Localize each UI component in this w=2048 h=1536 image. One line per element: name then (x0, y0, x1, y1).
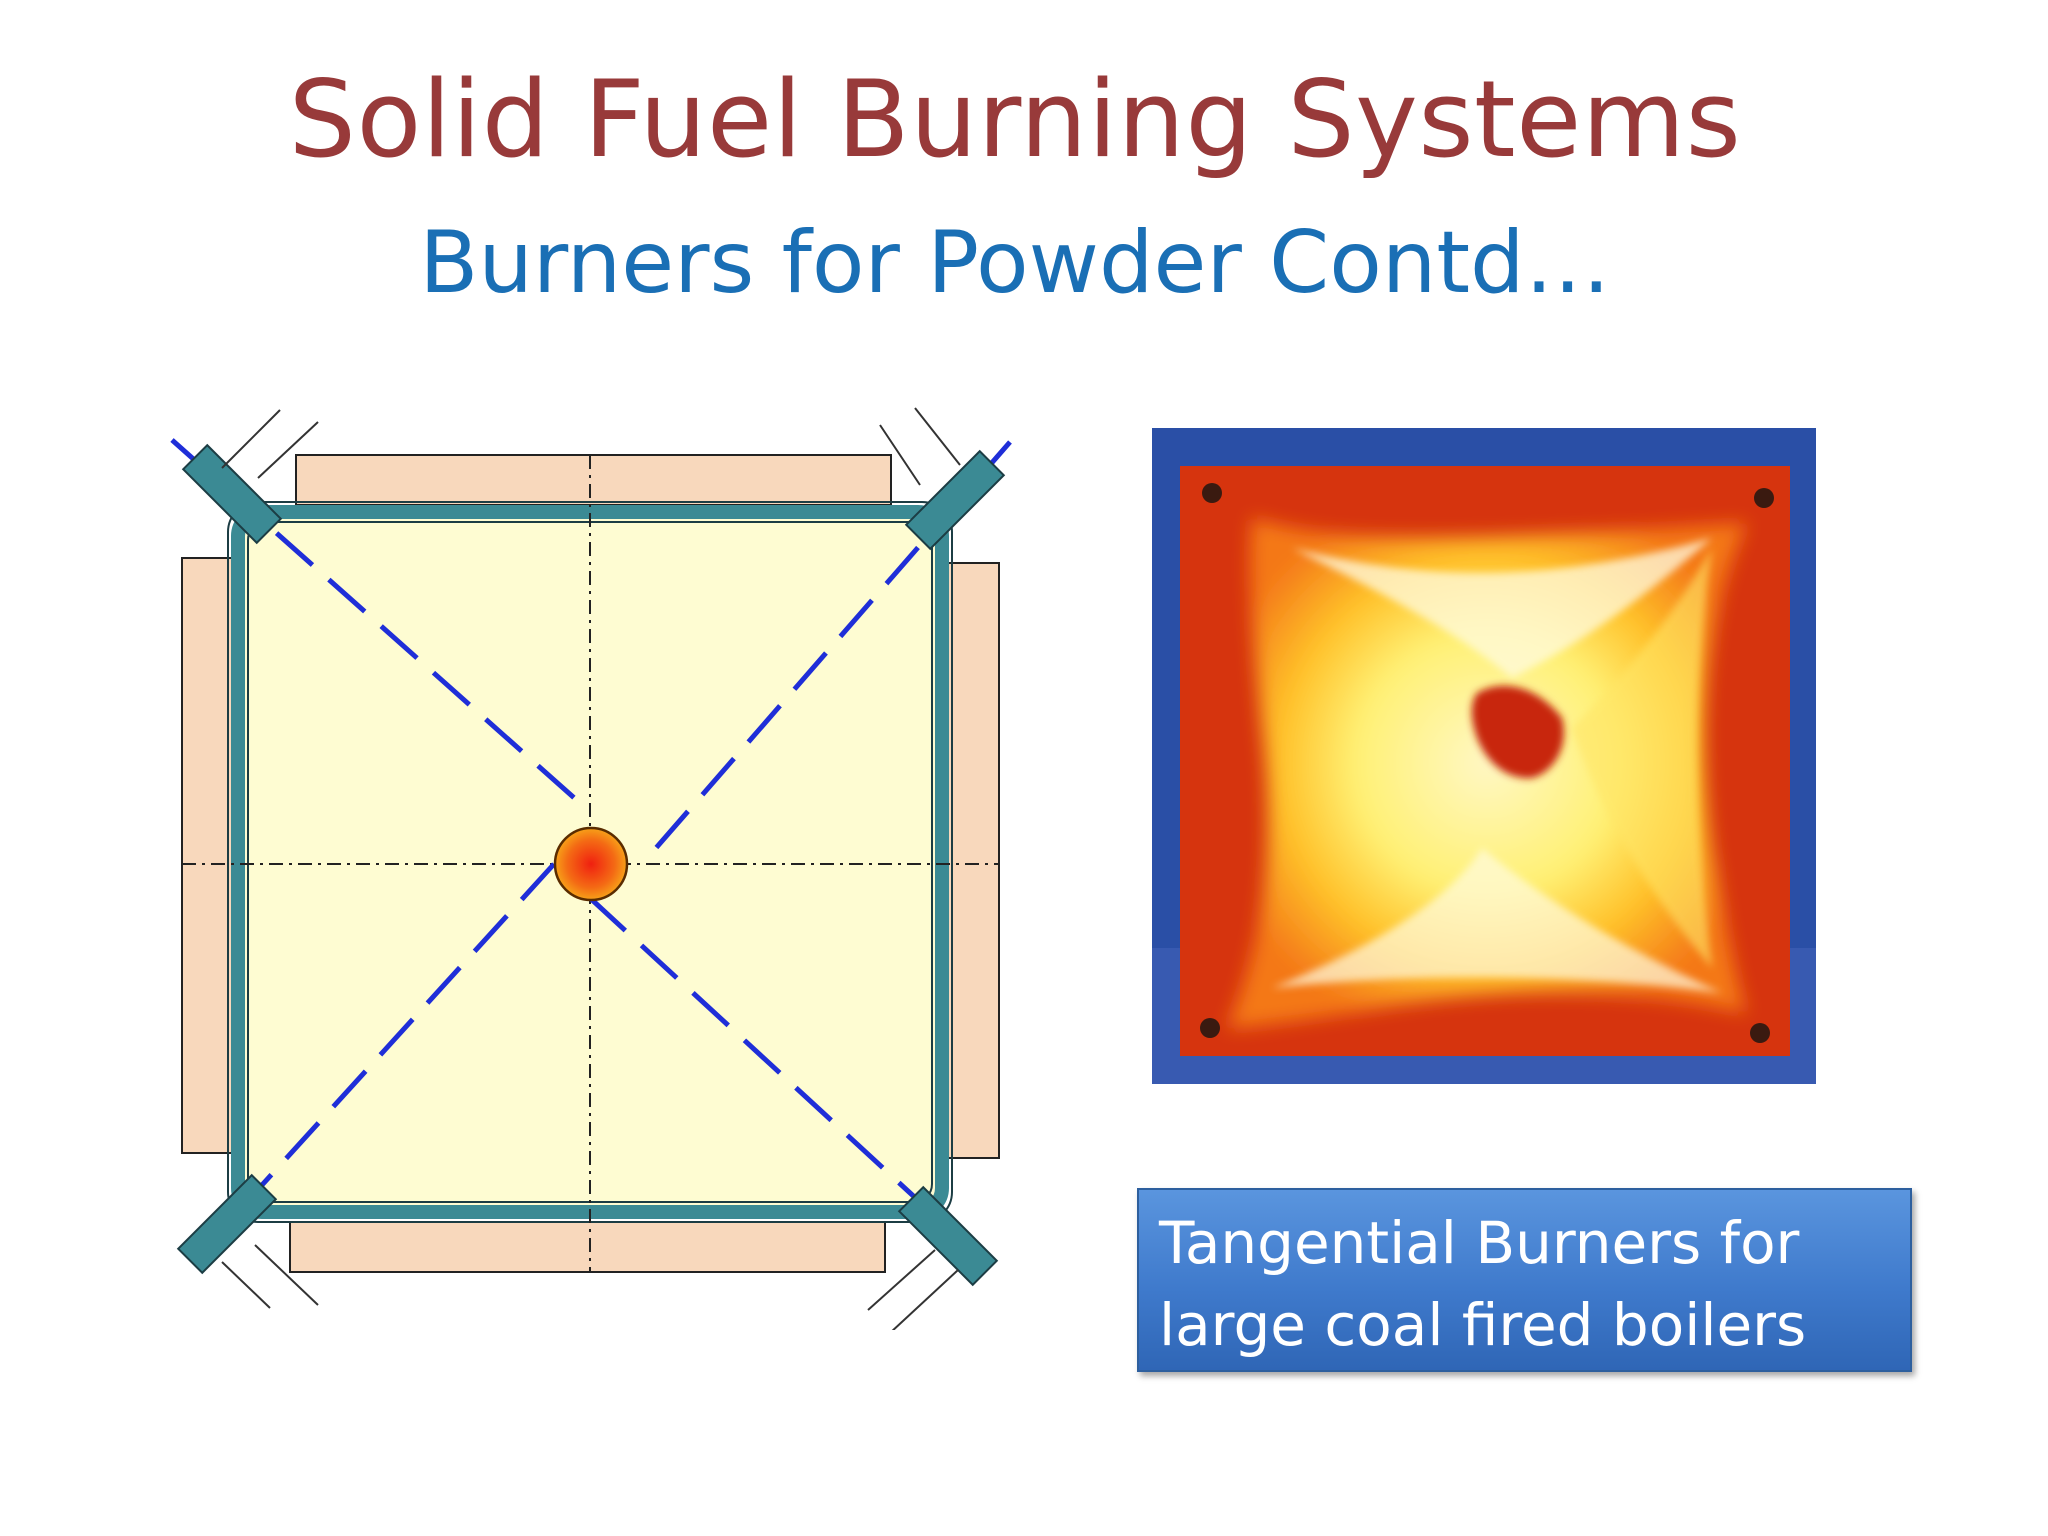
caption-box: Tangential Burners for large coal fired … (1137, 1188, 1912, 1372)
slide-title: Solid Fuel Burning Systems (288, 58, 1742, 181)
tangential-furnace-diagram (170, 407, 1012, 1330)
furnace-fireball-photo (1152, 428, 1816, 1084)
fireball-icon (553, 826, 629, 902)
caption-line-1: Tangential Burners for (1159, 1209, 1800, 1277)
caption-line-2: large coal fired boilers (1159, 1291, 1807, 1359)
burner-bottom-right (867, 1185, 999, 1330)
burner-top-right (879, 407, 1006, 551)
burner-top-left (181, 409, 319, 545)
slide-subtitle: Burners for Powder Contd… (419, 213, 1611, 313)
duct-top (295, 454, 892, 506)
duct-bottom (289, 1221, 886, 1273)
duct-right (944, 562, 1000, 1159)
burner-bottom-left (176, 1173, 319, 1309)
